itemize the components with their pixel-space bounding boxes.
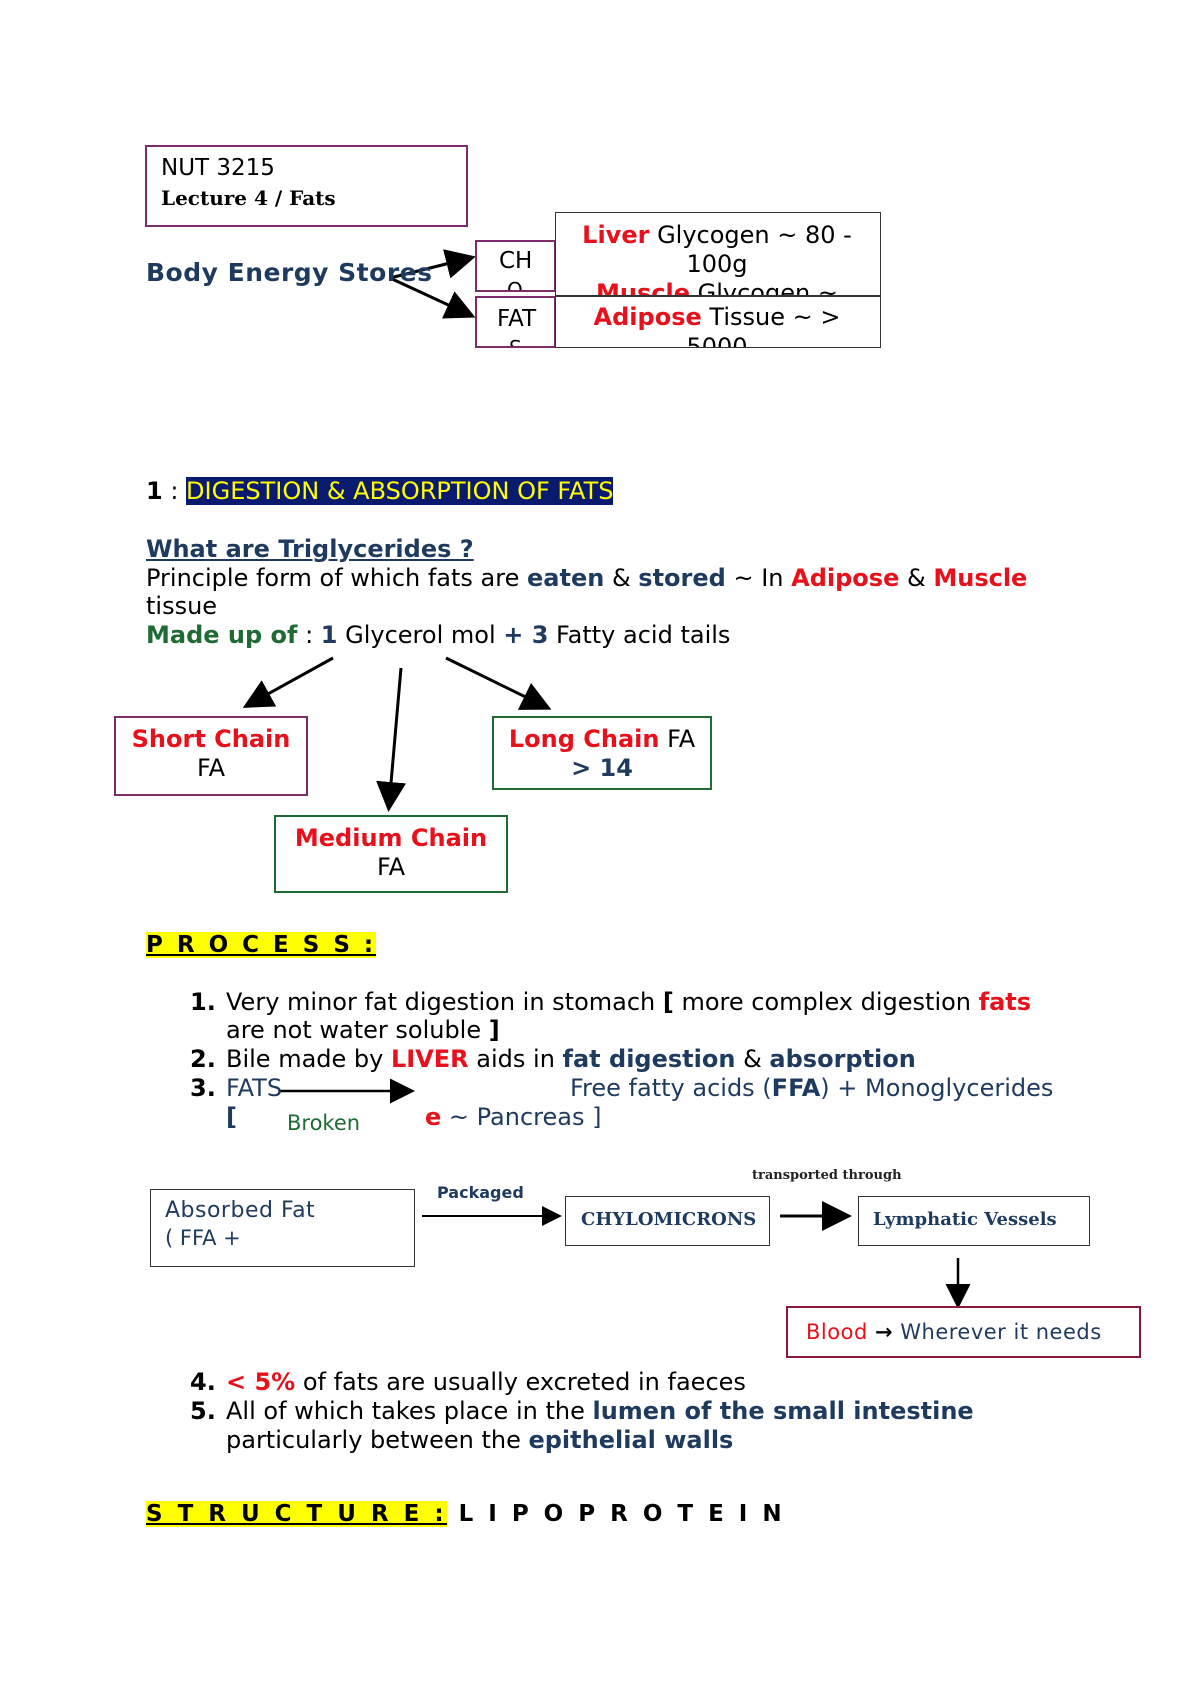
process-item-4: < 5% of fats are usually excreted in fae…	[226, 1368, 746, 1396]
arrow-to-fat	[389, 276, 476, 319]
packaged-label: Packaged	[437, 1183, 524, 1202]
fat-box: FAT S	[475, 296, 556, 348]
structure-value: L I P O P R O T E I N	[447, 1501, 786, 1527]
made-up-of-line: Made up of : 1 Glycerol mol + 3 Fatty ac…	[146, 621, 731, 649]
arrow-to-short-chain	[242, 656, 334, 708]
short-chain-title: Short Chain	[131, 725, 291, 753]
liver-word: Liver	[582, 221, 650, 249]
adipose-line-2: 5000	[686, 333, 748, 348]
medium-chain-title: Medium Chain	[294, 824, 488, 852]
fat-label: FAT	[497, 306, 537, 332]
lecture-title: Lecture 4 / Fats	[161, 186, 336, 210]
arrow-to-medium-chain	[376, 667, 407, 812]
arrow-to-long-chain	[445, 656, 552, 710]
short-chain-box: Short Chain FA	[114, 716, 308, 796]
process-num-3: 3.	[190, 1074, 216, 1102]
section-1-title: DIGESTION & ABSORPTION OF FATS	[186, 477, 614, 505]
liver-line-2: 100g	[686, 250, 748, 278]
lymphatic-label: Lymphatic Vessels	[873, 1209, 1057, 1230]
process-item-1: Very minor fat digestion in stomach [ mo…	[226, 988, 1032, 1016]
long-chain-box: Long Chain FA > 14	[492, 716, 712, 790]
medium-chain-sub: FA	[376, 853, 406, 881]
process-heading: P R O C E S S :	[146, 932, 377, 958]
process-item-3-ffa: Free fatty acids (FFA) + Monoglycerides	[570, 1074, 1054, 1102]
glycogen-box: Liver Glycogen ~ 80 - 100g Muscle Glycog…	[555, 212, 881, 296]
long-chain-title: Long Chain FA	[508, 725, 696, 753]
triglycerides-definition: Principle form of which fats are eaten &…	[146, 564, 1028, 592]
absorbed-fat-box: Absorbed Fat ( FFA +	[150, 1189, 415, 1267]
muscle-line: Muscle Glycogen ~	[596, 279, 838, 296]
course-header-box: NUT 3215 Lecture 4 / Fats	[145, 145, 468, 227]
liver-line: Liver Glycogen ~ 80 -	[582, 221, 852, 249]
process-item-5: All of which takes place in the lumen of…	[226, 1397, 974, 1425]
process-num-5: 5.	[190, 1397, 216, 1425]
process-item-3-pancreas: e ~ Pancreas ]	[425, 1103, 602, 1131]
course-code: NUT 3215	[161, 155, 275, 181]
process-item-2: Bile made by LIVER aids in fat digestion…	[226, 1045, 916, 1073]
process-num-1: 1.	[190, 988, 216, 1016]
long-chain-sub: > 14	[571, 754, 633, 782]
broken-label: Broken	[287, 1111, 361, 1135]
absorbed-fat-sub: ( FFA +	[165, 1226, 241, 1250]
process-item-5-cont: particularly between the epithelial wall…	[226, 1426, 734, 1454]
ch-box: CH O	[475, 240, 556, 292]
adipose-line: Adipose Tissue ~ >	[593, 303, 841, 331]
process-num-2: 2.	[190, 1045, 216, 1073]
medium-chain-cut: _ _ _	[371, 879, 411, 893]
ch-sub: O	[507, 278, 523, 292]
blood-line: Blood → Wherever it needs	[806, 1320, 1102, 1344]
chylomicrons-label: CHYLOMICRONS	[581, 1209, 757, 1230]
arrow-glyph: →	[874, 1320, 894, 1344]
energy-title: Body Energy Stores	[146, 258, 433, 287]
structure-heading: S T R U C T U R E : L I P O P R O T E I …	[146, 1501, 786, 1527]
medium-chain-box: Medium Chain FA _ _ _	[274, 815, 508, 893]
process-item-3-fats: FATS	[226, 1074, 283, 1102]
arrow-to-ch	[389, 249, 476, 280]
process-item-3-bracket: [	[226, 1103, 237, 1131]
ch-label: CH	[499, 248, 533, 274]
triglycerides-heading: What are Triglycerides ?	[146, 535, 474, 563]
process-item-1-cont: are not water soluble ]	[226, 1016, 500, 1044]
transported-label: transported through	[752, 1168, 902, 1183]
short-chain-sub: FA	[196, 754, 226, 782]
fat-sub: S	[509, 336, 522, 348]
chylomicrons-box: CHYLOMICRONS	[565, 1196, 770, 1246]
process-num-4: 4.	[190, 1368, 216, 1396]
section-1-heading: 1 : DIGESTION & ABSORPTION OF FATS	[146, 477, 614, 505]
triglycerides-definition-2: tissue	[146, 592, 218, 620]
adipose-box: Adipose Tissue ~ > 5000	[555, 296, 881, 348]
blood-box: Blood → Wherever it needs	[786, 1306, 1141, 1358]
absorbed-fat-title: Absorbed Fat	[165, 1198, 316, 1223]
lymphatic-box: Lymphatic Vessels	[858, 1196, 1090, 1246]
